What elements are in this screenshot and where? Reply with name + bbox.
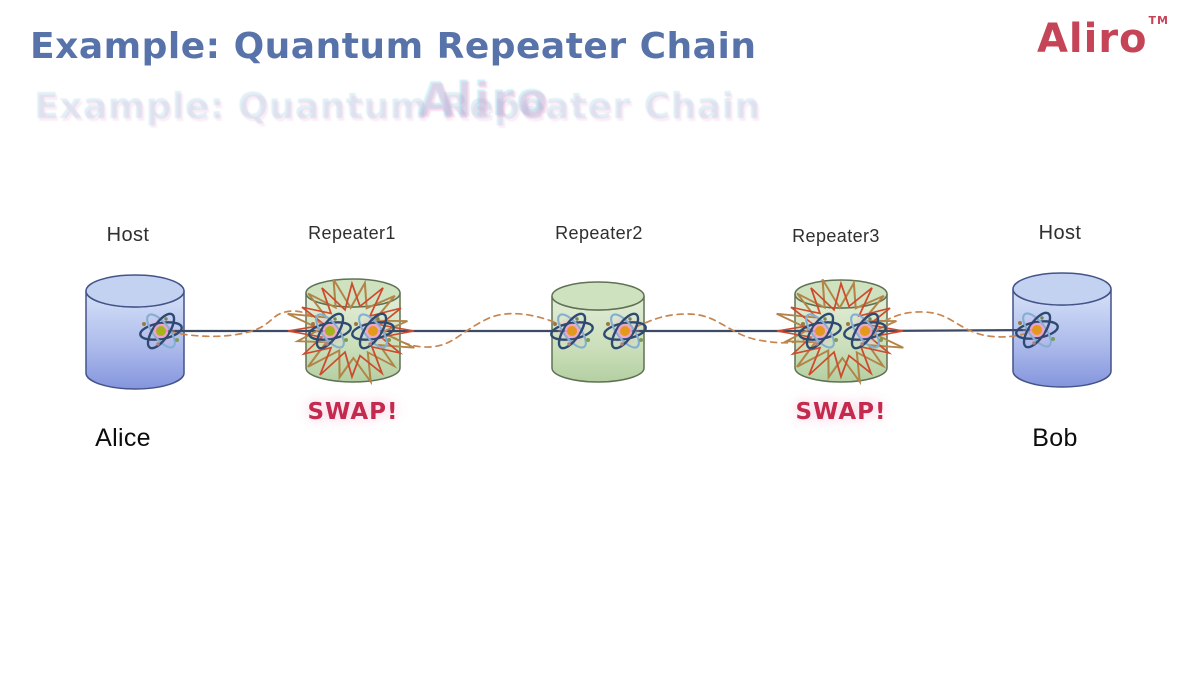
host-cylinder-bob [1012, 272, 1112, 388]
atom-icon [601, 308, 649, 354]
host-cylinder-alice [85, 274, 185, 390]
atom-icon [548, 308, 596, 354]
node-label-repeater1: Repeater1 [308, 223, 396, 243]
node-label-host-bob: Host [1038, 222, 1082, 244]
photon-wave-4 [864, 311, 1038, 338]
atom-icon [1013, 307, 1061, 353]
node-label-repeater3: Repeater3 [792, 226, 880, 246]
aliro-logo-text: Aliro [1036, 16, 1148, 62]
title-ghost-artifact: Example: Quantum Repeater Chain [34, 86, 761, 127]
swap-label-repeater1: SWAP! [307, 399, 399, 425]
aliro-logo: AliroTM [1036, 14, 1169, 62]
node-name-alice: Alice [95, 424, 151, 452]
logo-ghost-artifact: Aliro [420, 74, 552, 128]
node-name-bob: Bob [1032, 424, 1078, 452]
node-label-host-alice: Host [106, 224, 150, 246]
atom-icon [137, 308, 185, 354]
swap-label-repeater3: SWAP! [795, 399, 887, 425]
trademark-symbol: TM [1148, 14, 1169, 27]
photon-wave-3 [624, 313, 821, 344]
link-solid-repeater3-bob [863, 328, 1039, 333]
photon-wave-1 [169, 310, 331, 338]
entanglement-link-solid-lines [159, 328, 1039, 333]
node-label-repeater2: Repeater2 [555, 223, 643, 243]
page-title: Example: Quantum Repeater Chain [30, 26, 757, 67]
repeater-cylinder-3 [794, 279, 888, 383]
